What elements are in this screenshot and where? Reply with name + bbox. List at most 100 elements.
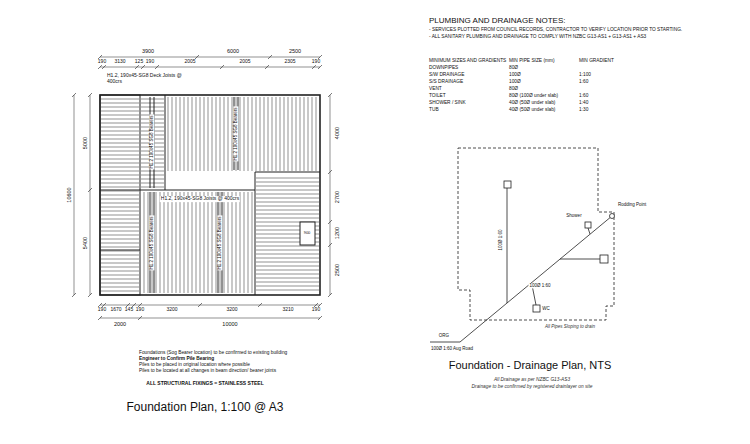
drawing-line (184, 192, 185, 293)
table-cell: S/S DRAINAGE (428, 79, 464, 85)
dimension-text: 1200 (334, 226, 340, 240)
dimension-text: 2500 (288, 48, 302, 54)
drawing-line (288, 97, 289, 171)
table-cell: TOILET (428, 93, 447, 99)
dimension-text: 6000 (226, 48, 240, 54)
drawing-line (101, 215, 139, 216)
drawing-line (232, 97, 233, 171)
dimension-text: 2005 (238, 59, 251, 65)
drawing-line (240, 97, 241, 171)
note-text: - SERVICES PLOTTED FROM COUNCIL RECORDS,… (428, 27, 683, 33)
drawing-line (101, 127, 139, 128)
drawing-line (188, 97, 189, 171)
member-label: H1.2, 190x45-SG8 Joists @ 400crs (160, 196, 240, 202)
drawing-line (101, 195, 139, 196)
table-cell: MIN GRADIENT (578, 58, 615, 64)
drawing-line (256, 190, 319, 191)
fixture-label: Shower (565, 213, 582, 218)
drawing-line (88, 93, 92, 97)
dimension-text: 2000 (113, 321, 127, 327)
drawing-line (268, 55, 272, 59)
drawing-line (141, 107, 164, 108)
note-text: Piles to be placed in original location … (138, 362, 251, 368)
dimension-text: 10000 (221, 321, 238, 327)
table-cell: 100Ø (508, 79, 522, 85)
drawing-line (72, 293, 76, 297)
drawing-line (180, 97, 181, 171)
fixture-label: WC (541, 306, 551, 311)
drawing-line (312, 97, 313, 171)
drawing-line (101, 283, 139, 284)
drawing-line (101, 199, 139, 200)
drawing-line (256, 218, 319, 219)
drawing-line (276, 97, 277, 171)
drawing-line (101, 203, 139, 204)
table-cell: 80Ø (508, 65, 519, 71)
drawing-line (255, 171, 320, 172)
drawing-line (148, 192, 149, 293)
drawing-line (100, 67, 320, 68)
drawing-line (101, 243, 139, 244)
drawing-line (135, 65, 139, 69)
drawing-line (101, 259, 139, 260)
drawing-line (256, 286, 319, 287)
drawing-line (236, 192, 237, 293)
drawing-line (248, 192, 249, 293)
drawing-rect (100, 95, 320, 295)
table-cell: 1:30 (578, 107, 589, 113)
drawing-line (101, 239, 139, 240)
drawing-rect (504, 181, 511, 188)
drawing-line (244, 97, 245, 171)
drawing-line (100, 250, 140, 251)
drawing-line (101, 211, 139, 212)
member-label: H1.2 190x45 SG8 Bearers (149, 115, 154, 170)
drawing-line (100, 305, 320, 306)
dimension-text: 2500 (334, 263, 340, 277)
drawing-line (256, 194, 319, 195)
table-cell: DOWNPIPES (428, 65, 459, 71)
drawing-line (101, 263, 139, 264)
note-text: Piles to be located at all changes in be… (138, 368, 277, 374)
pipe-label: 100Ø 1:60 (498, 228, 503, 251)
drawing-line (101, 175, 139, 176)
dimension-lines (72, 55, 332, 320)
drawing-line (260, 97, 261, 171)
drawing-line (316, 97, 317, 171)
drawing-line (507, 188, 508, 303)
drawing-line (216, 192, 217, 293)
drawing-line (192, 192, 193, 293)
drawing-line (101, 155, 139, 156)
drawing-title: Foundation Plan, 1:100 @ A3 (126, 401, 285, 415)
dimension-text: 190 (311, 59, 321, 65)
drawing-line (256, 246, 319, 247)
dimension-text: 190 (97, 307, 107, 313)
drawing-line (588, 228, 590, 234)
drawing-line (328, 293, 332, 297)
drawing-line (256, 206, 319, 207)
drawing-line (252, 192, 253, 293)
drawing-line (101, 291, 139, 292)
drawing-line (101, 275, 139, 276)
dimension-text: 2700 (334, 190, 340, 204)
member-label: H1.2 190x45 SG8 Bearers (233, 107, 238, 162)
drawing-line (318, 65, 322, 69)
drawing-line (240, 192, 241, 293)
drawing-line (256, 290, 319, 291)
drawing-line (141, 103, 164, 104)
note-text: All Drainage as per NZBC G13-AS3 (493, 377, 571, 383)
table-cell: 40Ø (50Ø under slab) (508, 100, 556, 106)
drawing-line (101, 159, 139, 160)
drawing-line (292, 97, 293, 171)
dimension-text: 3900 (141, 48, 155, 54)
drawing-line (141, 111, 164, 112)
drawing-rect (300, 222, 315, 245)
drawing-line (88, 293, 92, 297)
pipe-label: 100Ø 1:60 Aug Road (430, 346, 474, 351)
drawing-line (101, 139, 139, 140)
drawing-line (255, 172, 256, 295)
dimension-text: 2305 (283, 59, 296, 65)
drawing-line (90, 95, 91, 295)
drawing-line (176, 97, 177, 171)
note-text: ALL STRUCTURAL FIXINGS = STAINLESS STEEL (145, 381, 264, 387)
